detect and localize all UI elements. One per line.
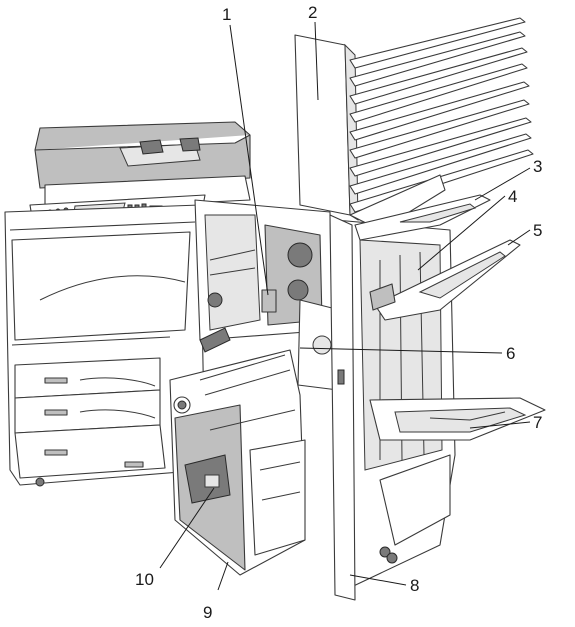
callout-label-9: 9 — [203, 603, 212, 622]
top-tray — [354, 194, 491, 241]
callout-label-6: 6 — [506, 344, 515, 363]
mailbox-unit — [294, 17, 534, 231]
booklet-tray — [369, 397, 546, 441]
callout-label-3: 3 — [533, 157, 542, 176]
callout-label-7: 7 — [533, 413, 542, 432]
callout-label-5: 5 — [533, 221, 542, 240]
callout-leaders — [159, 21, 531, 591]
printer-main-body — [4, 121, 251, 487]
stacker-tray — [369, 239, 521, 321]
callout-labels: 1 2 3 4 5 6 7 8 9 10 — [135, 3, 542, 622]
callout-label-8: 8 — [410, 576, 419, 595]
mailbox-bins — [349, 17, 534, 213]
callout-label-10: 10 — [135, 570, 154, 589]
callout-label-2: 2 — [308, 3, 317, 22]
finisher-front-door — [169, 349, 306, 576]
callout-label-1: 1 — [222, 5, 231, 24]
callout-label-4: 4 — [508, 187, 517, 206]
printer-interior — [194, 199, 341, 391]
